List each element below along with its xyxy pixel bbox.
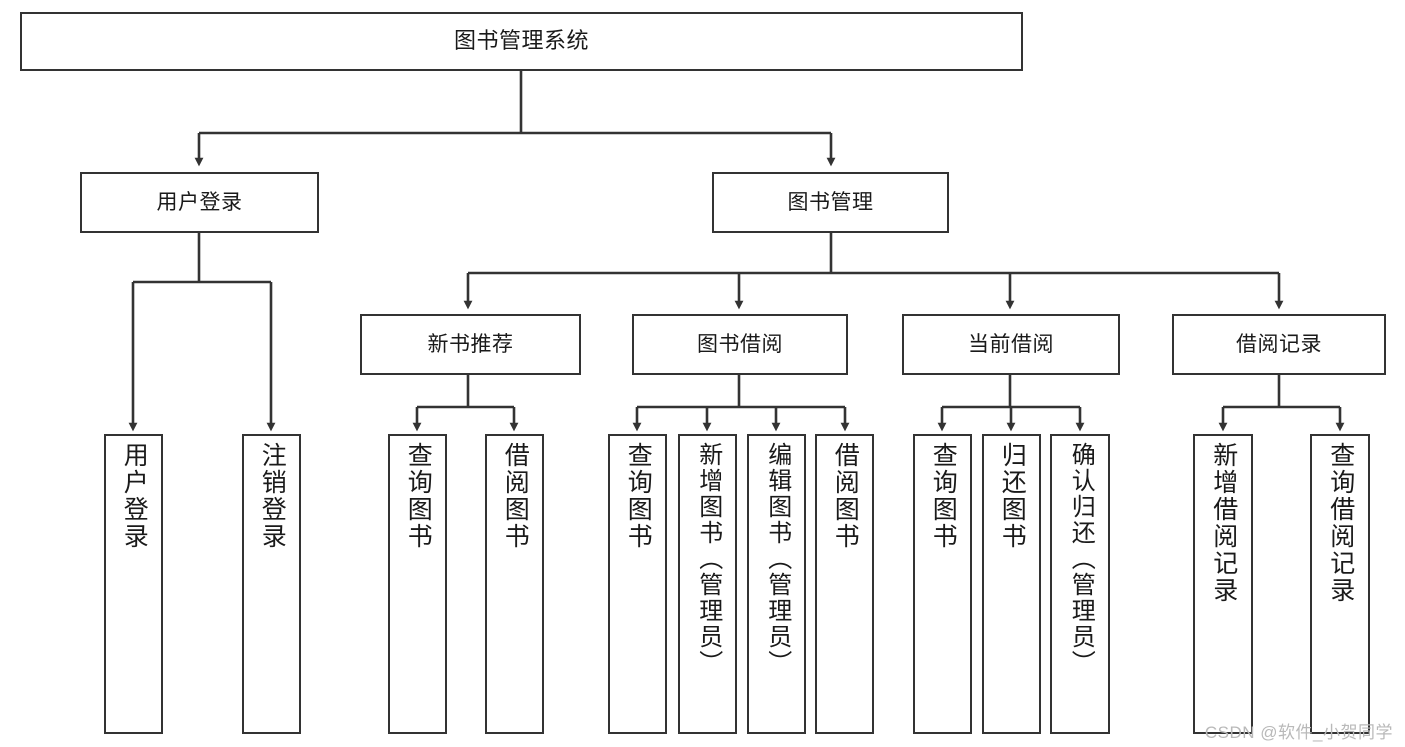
leaf-book-borrow-edit[interactable]: 编辑图书（管理员） <box>747 434 806 734</box>
node-label: 图书管理 <box>787 190 874 214</box>
node-label: 查询图书 <box>624 442 653 550</box>
leaf-current-borrow-confirm-return[interactable]: 确认归还（管理员） <box>1050 434 1110 734</box>
leaf-new-book-query[interactable]: 查询图书 <box>388 434 447 734</box>
node-label: 图书借阅 <box>697 332 783 356</box>
leaf-borrow-record-query[interactable]: 查询借阅记录 <box>1310 434 1370 734</box>
leaf-book-borrow-borrow[interactable]: 借阅图书 <box>815 434 874 734</box>
leaf-book-borrow-add[interactable]: 新增图书（管理员） <box>678 434 737 734</box>
node-label: 新增借阅记录 <box>1209 442 1238 604</box>
leaf-current-borrow-query[interactable]: 查询图书 <box>913 434 972 734</box>
node-label: 借阅图书 <box>501 442 530 550</box>
node-label: 用户登录 <box>156 190 243 214</box>
node-new-book-recommend[interactable]: 新书推荐 <box>360 314 581 375</box>
leaf-user-login-logout[interactable]: 注销登录 <box>242 434 301 734</box>
node-root-system[interactable]: 图书管理系统 <box>20 12 1023 71</box>
node-label: 借阅图书 <box>831 442 860 550</box>
node-label: 当前借阅 <box>968 332 1054 356</box>
leaf-current-borrow-return[interactable]: 归还图书 <box>982 434 1041 734</box>
node-book-management[interactable]: 图书管理 <box>712 172 949 233</box>
watermark: CSDN @软件_小贺同学 <box>1204 723 1393 742</box>
node-label: 确认归还（管理员） <box>1067 442 1095 676</box>
node-label: 查询图书 <box>404 442 433 550</box>
leaf-borrow-record-add[interactable]: 新增借阅记录 <box>1193 434 1253 734</box>
node-label: 用户登录 <box>120 442 149 550</box>
node-book-borrow[interactable]: 图书借阅 <box>632 314 848 375</box>
node-label: 图书管理系统 <box>453 28 589 54</box>
node-borrow-record[interactable]: 借阅记录 <box>1172 314 1386 375</box>
node-label: 编辑图书（管理员） <box>763 442 791 676</box>
node-label: 新增图书（管理员） <box>694 442 722 676</box>
node-label: 查询借阅记录 <box>1326 442 1355 604</box>
node-label: 借阅记录 <box>1236 332 1322 356</box>
node-label: 新书推荐 <box>427 332 514 356</box>
leaf-user-login-login[interactable]: 用户登录 <box>104 434 163 734</box>
node-current-borrow[interactable]: 当前借阅 <box>902 314 1120 375</box>
node-label: 查询图书 <box>929 442 958 550</box>
leaf-book-borrow-query[interactable]: 查询图书 <box>608 434 667 734</box>
node-label: 归还图书 <box>998 442 1027 550</box>
node-label: 注销登录 <box>258 442 287 550</box>
leaf-new-book-borrow[interactable]: 借阅图书 <box>485 434 544 734</box>
node-user-login[interactable]: 用户登录 <box>80 172 319 233</box>
